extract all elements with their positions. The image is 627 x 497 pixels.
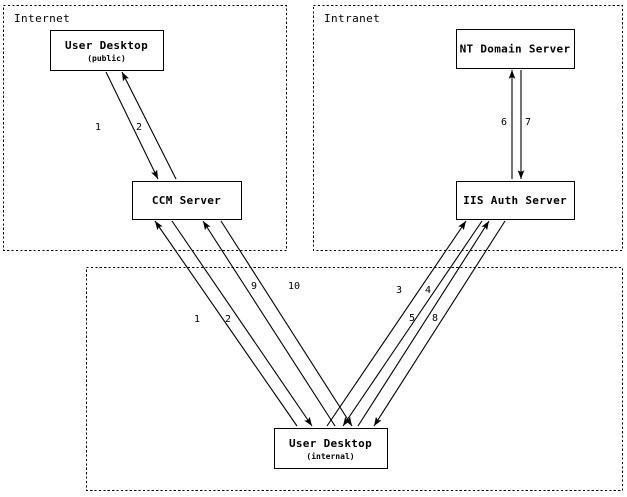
flow-arrow-8-iis-auth-server-to-user-desktop-internal (373, 220, 506, 427)
node-nt-domain-server[interactable]: NT Domain Server (455, 28, 576, 70)
node-subtitle-user-desktop-internal: (internal) (306, 451, 354, 461)
step-label-6: 6 (501, 117, 507, 128)
node-user-desktop-public[interactable]: User Desktop(public) (49, 29, 165, 72)
flow-arrow-5-user-desktop-internal-to-iis-auth-server (357, 220, 490, 427)
node-subtitle-user-desktop-public: (public) (87, 53, 126, 63)
node-title-user-desktop-internal: User Desktop (289, 437, 372, 450)
zone-label-intranet: Intranet (324, 12, 380, 25)
flow-arrow-1-user-desktop-internal-to-ccm-server (154, 220, 298, 427)
flow-arrow-1-user-desktop-public-to-ccm-server (105, 71, 159, 180)
node-box-ccm-server (131, 180, 243, 221)
zone-border-internal-zone (86, 267, 623, 491)
flow-arrow-10-ccm-server-to-user-desktop-internal (220, 220, 353, 427)
zone-intranet: Intranet (313, 5, 623, 251)
step-label-1: 1 (95, 122, 101, 133)
node-title-user-desktop-public: User Desktop (65, 39, 148, 52)
flows-layer (105, 70, 525, 427)
step-label-2: 2 (136, 122, 142, 133)
zone-label-internet: Internet (14, 12, 70, 25)
node-box-user-desktop-public (49, 29, 165, 72)
step-label-10: 10 (288, 281, 300, 292)
step-label-1: 1 (194, 314, 200, 325)
node-box-iis-auth-server (455, 180, 576, 221)
flow-arrow-3-user-desktop-internal-to-iis-auth-server (326, 220, 467, 427)
node-title-iis-auth-server: IIS Auth Server (463, 194, 567, 207)
node-ccm-server[interactable]: CCM Server (131, 180, 243, 221)
step-label-5: 5 (409, 313, 415, 324)
zone-border-internet (3, 5, 287, 251)
node-title-nt-domain-server: NT Domain Server (460, 43, 571, 56)
step-label-3: 3 (396, 285, 402, 296)
flow-arrow-2-ccm-server-to-user-desktop-internal (171, 220, 313, 427)
step-labels-layer: 1 2 1 2 9 10 3 4 5 8 6 7 (95, 117, 531, 325)
step-label-9: 9 (251, 281, 257, 292)
step-label-8: 8 (432, 313, 438, 324)
zone-internal-zone (86, 267, 623, 491)
step-label-4: 4 (425, 285, 431, 296)
zone-internet: Internet (3, 5, 287, 251)
step-label-2: 2 (225, 314, 231, 325)
node-iis-auth-server[interactable]: IIS Auth Server (455, 180, 576, 221)
node-box-nt-domain-server (455, 28, 576, 70)
flow-arrow-4-iis-auth-server-to-user-desktop-internal (342, 220, 483, 427)
flow-arrow-2-ccm-server-to-user-desktop-public (121, 71, 177, 180)
node-title-ccm-server: CCM Server (152, 194, 221, 207)
node-user-desktop-internal[interactable]: User Desktop(internal) (273, 427, 389, 470)
flow-arrow-9-user-desktop-internal-to-ccm-server (202, 220, 336, 427)
step-label-7: 7 (525, 117, 531, 128)
zone-border-intranet (313, 5, 623, 251)
node-box-user-desktop-internal (273, 427, 389, 470)
zones-layer: Internet Intranet (3, 5, 623, 491)
